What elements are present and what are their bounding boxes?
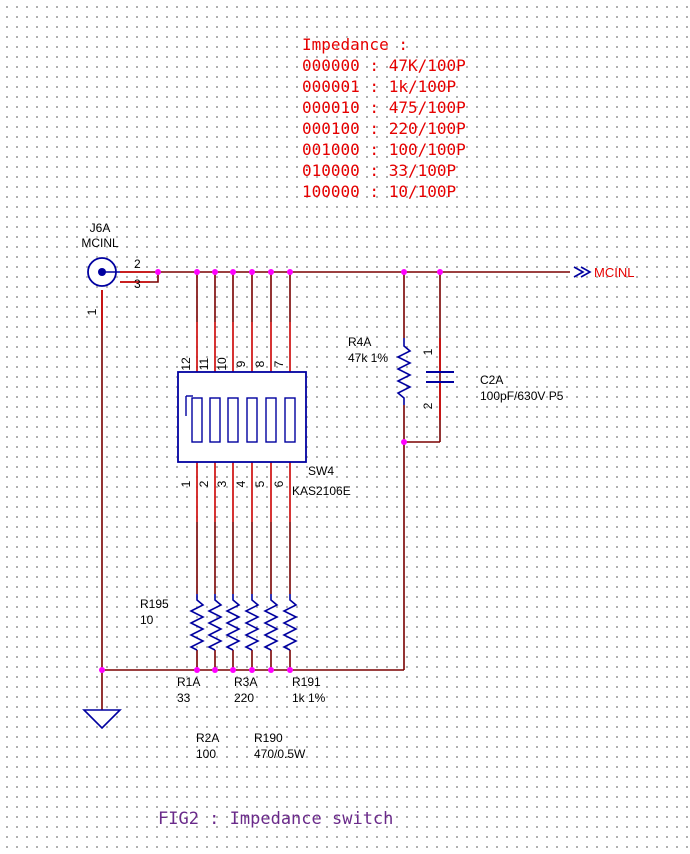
c2a-pin-2: 2 xyxy=(421,402,435,409)
sw4-pin-label: 9 xyxy=(234,360,248,367)
sw4-ref: SW4 xyxy=(308,464,334,478)
dip-switch-sw4: 12 11 10 9 8 7 1 2 3 4 5 6 SW4 KAS2106E xyxy=(177,357,351,498)
impedance-row: 000001 : 1k/100P xyxy=(302,77,456,96)
sw4-pin-label: 6 xyxy=(272,480,286,487)
r4a-ref: R4A xyxy=(348,335,371,349)
r191-value: 1k 1% xyxy=(292,691,326,705)
resistor-r190-body xyxy=(263,594,279,651)
sw4-pin-label: 10 xyxy=(215,357,229,371)
impedance-row: 100000 : 10/100P xyxy=(302,182,456,201)
connector-pin-1: 1 xyxy=(85,308,99,315)
r4a-value: 47k 1% xyxy=(348,351,388,365)
impedance-row: 010000 : 33/100P xyxy=(302,161,456,180)
r3a-ref: R3A xyxy=(234,675,257,689)
resistor-r191-body xyxy=(282,594,298,651)
resistor-r1a-body xyxy=(207,594,223,651)
sw4-pin-label: 11 xyxy=(197,357,211,370)
r190-ref: R190 xyxy=(254,731,283,745)
connector-pin-2: 2 xyxy=(134,257,141,271)
r2a-ref: R2A xyxy=(196,731,219,745)
impedance-row: 000100 : 220/100P xyxy=(302,119,466,138)
resistor-r4a: R4A 47k 1% xyxy=(348,335,412,405)
impedance-row: 001000 : 100/100P xyxy=(302,140,466,159)
resistor-r195-body xyxy=(189,594,205,651)
r1a-value: 33 xyxy=(177,691,191,705)
sw4-pin-label: 2 xyxy=(197,480,211,487)
wires xyxy=(101,271,570,710)
c2a-pin-1: 1 xyxy=(421,348,435,355)
sw4-pin-label: 3 xyxy=(215,480,229,487)
resistor-bank xyxy=(189,594,298,651)
impedance-row: 000000 : 47K/100P xyxy=(302,56,466,75)
r3a-value: 220 xyxy=(234,691,254,705)
resistor-labels: R195 10 R1A 33 R3A 220 R191 1k 1% R2A 10… xyxy=(140,597,326,761)
sw4-pin-label: 1 xyxy=(179,480,193,487)
r190-value: 470/0.5W xyxy=(254,747,306,761)
sw4-pin-label: 4 xyxy=(234,480,248,487)
capacitor-c2a: 1 2 C2A 100pF/630V P5 xyxy=(421,348,564,409)
junction-dots xyxy=(99,269,443,673)
connector-name: MCINL xyxy=(81,236,119,250)
resistor-r2a-body xyxy=(225,594,241,651)
sw4-part: KAS2106E xyxy=(292,484,351,498)
c2a-value: 100pF/630V P5 xyxy=(480,389,564,403)
ground-icon xyxy=(82,709,122,730)
impedance-table: Impedance : 000000 : 47K/100P 000001 : 1… xyxy=(302,35,466,201)
r195-value: 10 xyxy=(140,613,154,627)
r1a-ref: R1A xyxy=(177,675,200,689)
pin-stubs xyxy=(101,271,441,522)
r2a-value: 100 xyxy=(196,747,216,761)
connector-ref: J6A xyxy=(90,221,111,235)
connector-pin-3: 3 xyxy=(134,277,141,291)
c2a-ref: C2A xyxy=(480,373,503,387)
net-label-text: MCINL xyxy=(594,265,634,280)
impedance-table-title: Impedance : xyxy=(302,35,408,54)
figure-caption: FIG2 : Impedance switch xyxy=(158,809,393,829)
net-label-mcinl: MCINL xyxy=(573,265,634,280)
connector-j6a: J6A MCINL 2 3 1 xyxy=(81,221,141,315)
impedance-row: 000010 : 475/100P xyxy=(302,98,466,117)
sw4-pin-label: 12 xyxy=(179,357,193,371)
r191-ref: R191 xyxy=(292,675,321,689)
resistor-r3a-body xyxy=(244,594,260,651)
sw4-pin-label: 8 xyxy=(253,360,267,367)
r195-ref: R195 xyxy=(140,597,169,611)
sw4-pin-label: 5 xyxy=(253,480,267,487)
sw4-pin-label: 7 xyxy=(272,360,286,367)
